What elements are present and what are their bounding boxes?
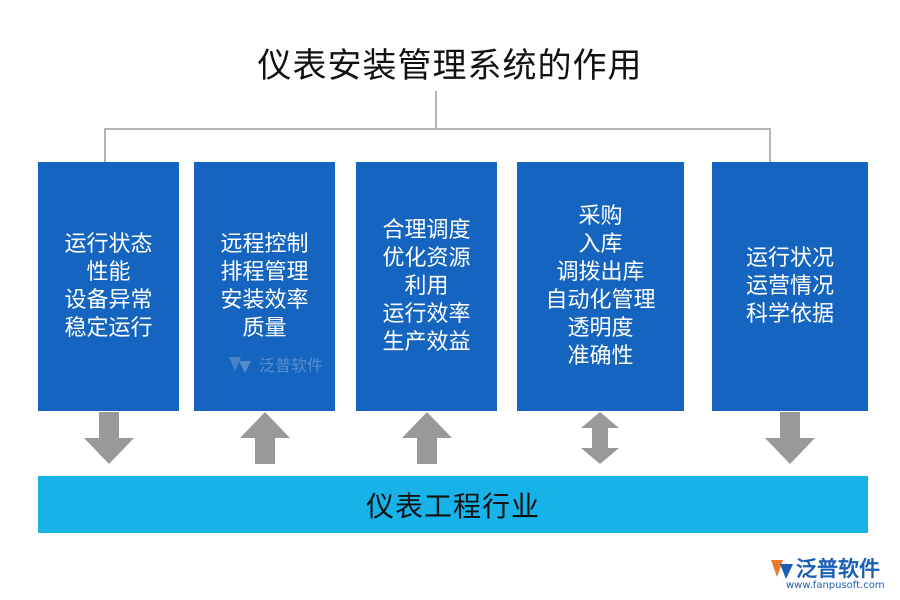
function-box-1: 运行状态 性能 设备异常 稳定运行 bbox=[38, 162, 179, 411]
watermark-logo-icon bbox=[229, 357, 251, 373]
arrow-down-icon bbox=[84, 412, 134, 464]
page-title: 仪表安装管理系统的作用 bbox=[257, 46, 643, 86]
box-2-line-3: 安装效率 bbox=[220, 287, 309, 313]
industry-bar: 仪表工程行业 bbox=[38, 476, 868, 533]
box-2-line-1: 远程控制 bbox=[220, 231, 309, 257]
box-4-line-4: 自动化管理 bbox=[545, 287, 656, 313]
connector-drop-1 bbox=[104, 128, 106, 162]
box-1-line-2: 性能 bbox=[86, 259, 131, 285]
watermark: 泛普软件 bbox=[225, 352, 323, 376]
arrow-up-icon bbox=[402, 412, 452, 464]
logo-name: 泛普软件 bbox=[796, 557, 880, 581]
box-5-line-1: 运行状况 bbox=[745, 245, 834, 271]
box-1-line-4: 稳定运行 bbox=[64, 315, 153, 341]
arrow-down-icon bbox=[765, 412, 815, 464]
box-3-line-2: 优化资源 bbox=[382, 245, 471, 271]
company-logo: 泛普软件 www.fanpusoft.com bbox=[768, 553, 893, 595]
watermark-text: 泛普软件 bbox=[259, 356, 324, 375]
connector-trunk bbox=[435, 91, 437, 129]
box-3-line-3: 利用 bbox=[404, 273, 449, 299]
box-4-line-6: 准确性 bbox=[567, 343, 634, 369]
box-4-line-1: 采购 bbox=[578, 203, 623, 229]
connector-horizontal bbox=[104, 128, 771, 130]
box-4-line-5: 透明度 bbox=[567, 315, 634, 341]
function-box-3: 合理调度 优化资源 利用 运行效率 生产效益 bbox=[356, 162, 497, 411]
box-5-line-2: 运营情况 bbox=[745, 273, 834, 299]
box-2-line-2: 排程管理 bbox=[220, 259, 309, 285]
box-2-line-4: 质量 bbox=[242, 315, 287, 341]
box-3-line-1: 合理调度 bbox=[382, 217, 471, 243]
function-box-2: 远程控制 排程管理 安装效率 质量 bbox=[194, 162, 335, 411]
box-5-line-3: 科学依据 bbox=[745, 301, 834, 327]
box-1-line-1: 运行状态 bbox=[64, 231, 153, 257]
logo-mark-icon bbox=[771, 560, 793, 579]
connector-drop-5 bbox=[769, 128, 771, 162]
box-3-line-4: 运行效率 bbox=[382, 301, 471, 327]
box-1-line-3: 设备异常 bbox=[64, 287, 153, 313]
logo-url: www.fanpusoft.com bbox=[786, 580, 885, 591]
box-4-line-3: 调拨出库 bbox=[556, 259, 645, 285]
box-4-line-2: 入库 bbox=[578, 231, 623, 257]
function-box-4: 采购 入库 调拨出库 自动化管理 透明度 准确性 bbox=[517, 162, 684, 411]
box-3-line-5: 生产效益 bbox=[382, 329, 471, 355]
arrow-bidirectional-icon bbox=[581, 412, 619, 464]
function-box-5: 运行状况 运营情况 科学依据 bbox=[712, 162, 868, 411]
arrow-up-icon bbox=[240, 412, 290, 464]
